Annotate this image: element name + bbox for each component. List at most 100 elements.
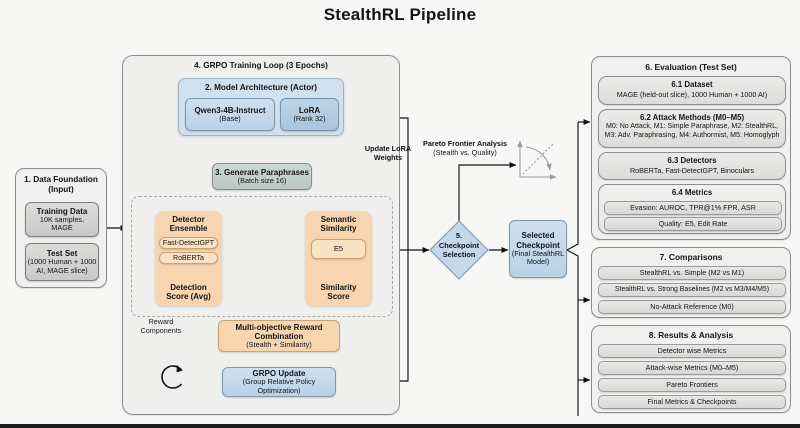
loop-refresh-icon — [161, 365, 183, 389]
base-model-sub: (Base) — [219, 113, 241, 123]
selected-checkpoint-line3: (Final StealthRL — [511, 248, 565, 258]
similarity-score-line2: Score — [327, 292, 350, 302]
metrics-row-evasion[interactable]: Evasion: AUROC, TPR@1% FPR, ASR — [604, 201, 782, 215]
reward-components-line2: Components — [140, 325, 182, 335]
detectors-box[interactable]: 6.3 Detectors RoBERTa, Fast-DetectGPT, B… — [598, 152, 786, 180]
results-row-2[interactable]: Attack-wise Metrics (M0–M5) — [598, 361, 786, 375]
comparisons-row-3[interactable]: No-Attack Reference (M0) — [598, 300, 786, 314]
page-title: StealthRL Pipeline — [323, 5, 477, 24]
dataset-text: MAGE (held-out slice), 1000 Human + 1000… — [616, 90, 768, 99]
detector-ensemble-group[interactable]: Detector Ensemble Fast-DetectGPT RoBERTa… — [155, 211, 222, 306]
similarity-score-line1: Similarity — [320, 283, 357, 292]
update-lora-line2: Weights — [373, 152, 403, 162]
metrics-row-quality[interactable]: Quality: E5, Edit Rate — [604, 217, 782, 231]
e5-node[interactable]: E5 — [311, 239, 366, 259]
detector-ensemble-title-line1: Detector — [172, 215, 205, 224]
attack-methods-title: 6.2 Attack Methods (M0–M5) — [639, 113, 745, 122]
training-data-title: Training Data — [36, 206, 88, 216]
reward-components-label: Reward Components — [132, 317, 190, 335]
diamond-shape — [429, 220, 489, 280]
reward-combination-line2: Combination — [254, 331, 304, 341]
metrics-box: 6.4 Metrics Evasion: AUROC, TPR@1% FPR, … — [598, 184, 786, 234]
data-foundation-title-line1: 1. Data Foundation — [24, 175, 98, 184]
fast-detectgpt-label: Fast-DetectGPT — [162, 238, 215, 247]
comparisons-title: 7. Comparisons — [659, 252, 723, 262]
training-data-sub2: MAGE — [51, 223, 73, 233]
test-set-sub2: AI, MAGE slice) — [36, 265, 88, 275]
grpo-update-sub2: Optimization) — [257, 385, 301, 395]
reward-components-line1: Reward — [148, 317, 174, 326]
attack-methods-box[interactable]: 6.2 Attack Methods (M0–M5) M0: No Attack… — [598, 109, 786, 148]
similarity-score-label: Similarity Score — [305, 283, 372, 302]
base-model-node[interactable]: Qwen3-4B-Instruct (Base) — [185, 98, 275, 131]
pareto-label-line1: Pareto Frontier Analysis — [422, 139, 508, 148]
results-group: 8. Results & Analysis Detector wise Metr… — [591, 325, 791, 413]
results-title: 8. Results & Analysis — [648, 330, 734, 340]
pareto-frontier-label: Pareto Frontier Analysis (Stealth vs. Qu… — [406, 139, 524, 158]
model-architecture-title: 2. Model Architecture (Actor) — [204, 83, 318, 92]
checkpoint-line2: Checkpoint — [438, 240, 480, 250]
metrics-title: 6.4 Metrics — [671, 188, 713, 197]
lora-sub: (Rank 32) — [293, 113, 326, 123]
dataset-title: 6.1 Dataset — [671, 80, 713, 89]
detection-score-label: Detection Score (Avg) — [155, 283, 222, 302]
evaluation-title: 6. Evaluation (Test Set) — [645, 62, 737, 72]
semantic-similarity-title-line2: Similarity — [320, 224, 357, 234]
attack-methods-line1: M0: No Attack, M1: Simple Paraphrase, M2… — [606, 123, 778, 130]
detection-score-line1: Detection — [170, 283, 207, 292]
data-foundation-group: 1. Data Foundation (Input) Training Data… — [15, 168, 107, 288]
test-set-sub1: (1000 Human + 1000 — [27, 257, 97, 267]
fast-detectgpt-node[interactable]: Fast-DetectGPT — [159, 237, 218, 249]
reward-combination-line1: Multi-objective Reward — [235, 322, 323, 332]
base-model-title: Qwen3-4B-Instruct — [194, 105, 266, 115]
model-architecture-group: 2. Model Architecture (Actor) Qwen3-4B-I… — [178, 78, 344, 136]
roberta-label: RoBERTa — [172, 253, 205, 262]
training-data-sub1: 10K samples, — [39, 214, 85, 224]
training-data-node[interactable]: Training Data 10K samples, MAGE — [25, 202, 99, 237]
test-set-title: Test Set — [46, 249, 78, 259]
evaluation-group: 6. Evaluation (Test Set) 6.1 Dataset MAG… — [591, 56, 791, 240]
comparisons-row-2[interactable]: StealthRL vs. Strong Baselines (M2 vs M3… — [598, 283, 786, 297]
checkpoint-line1: 5. — [455, 231, 463, 240]
generate-paraphrases-sub: (Batch size 16) — [237, 175, 287, 185]
detector-ensemble-title-line2: Ensemble — [169, 224, 208, 234]
detection-score-line2: Score (Avg) — [166, 292, 211, 302]
selected-checkpoint-line4: Model) — [526, 257, 550, 267]
update-lora-weights-label: Update LoRA Weights — [352, 144, 424, 163]
reward-combination-sub: (Stealth + Similarity) — [246, 339, 312, 349]
checkpoint-line3: Selection — [442, 250, 476, 260]
data-foundation-title-line2: (Input) — [48, 184, 74, 194]
results-row-1[interactable]: Detector wise Metrics — [598, 344, 786, 358]
reward-components-region — [131, 196, 393, 317]
update-lora-line1: Update LoRA — [364, 144, 412, 153]
lora-title: LoRA — [298, 105, 321, 115]
generate-paraphrases-title: 3. Generate Paraphrases — [215, 167, 309, 177]
semantic-similarity-group[interactable]: Semantic Similarity E5 Similarity Score — [305, 211, 372, 306]
detectors-text: RoBERTa, Fast-DetectGPT, Binoculars — [629, 166, 755, 175]
dataset-box[interactable]: 6.1 Dataset MAGE (held-out slice), 1000 … — [598, 76, 786, 105]
comparisons-group: 7. Comparisons StealthRL vs. Simple (M2 … — [591, 247, 791, 318]
roberta-node[interactable]: RoBERTa — [159, 252, 218, 264]
attack-methods-line2: M3: Adv. Paraphrasing, M4: Authormist, M… — [604, 131, 780, 139]
test-set-node[interactable]: Test Set (1000 Human + 1000 AI, MAGE sli… — [25, 243, 99, 281]
selected-checkpoint-line1: Selected — [521, 231, 555, 241]
grpo-update-title: GRPO Update — [252, 369, 306, 379]
results-row-4[interactable]: Final Metrics & Checkpoints — [598, 395, 786, 409]
generate-paraphrases-node[interactable]: 3. Generate Paraphrases (Batch size 16) — [212, 163, 312, 190]
comparisons-row-1[interactable]: StealthRL vs. Simple (M2 vs M1) — [598, 266, 786, 280]
grpo-training-loop-title: 4. GRPO Training Loop (3 Epochs) — [194, 61, 328, 70]
lora-node[interactable]: LoRA (Rank 32) — [280, 98, 339, 131]
grpo-update-node[interactable]: GRPO Update (Group Relative Policy Optim… — [222, 367, 336, 397]
checkpoint-selection-node[interactable]: 5. Checkpoint Selection — [429, 220, 489, 280]
detectors-title: 6.3 Detectors — [667, 156, 717, 165]
selected-checkpoint-line2: Checkpoint — [516, 240, 560, 250]
pareto-label-line2: (Stealth vs. Quality) — [433, 147, 497, 157]
bottom-border — [0, 424, 800, 428]
e5-label: E5 — [333, 243, 344, 253]
reward-combination-node[interactable]: Multi-objective Reward Combination (Stea… — [218, 320, 340, 352]
selected-checkpoint-node[interactable]: Selected Checkpoint (Final StealthRL Mod… — [509, 220, 567, 278]
results-row-3[interactable]: Pareto Frontiers — [598, 378, 786, 392]
grpo-update-sub1: (Group Relative Policy — [242, 377, 316, 387]
pareto-frontier-icon — [517, 140, 557, 180]
